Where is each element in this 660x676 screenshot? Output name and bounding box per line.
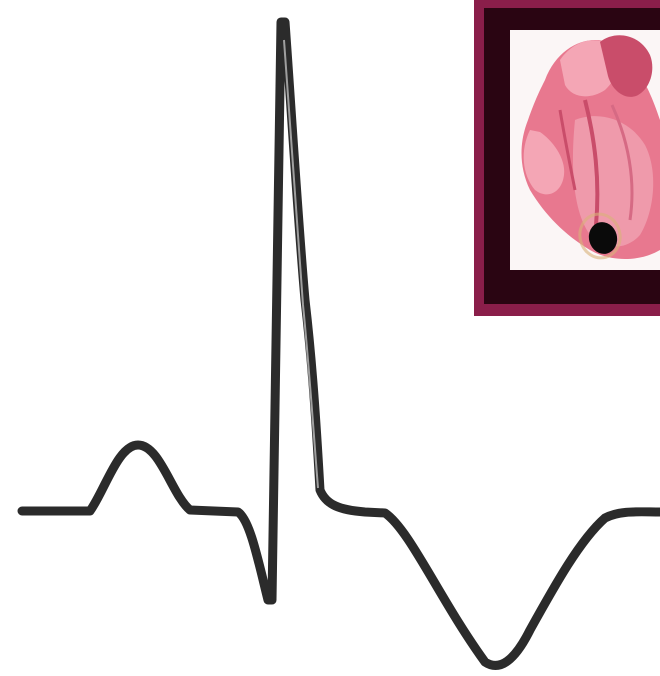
heart-illustration-inset	[474, 0, 660, 316]
